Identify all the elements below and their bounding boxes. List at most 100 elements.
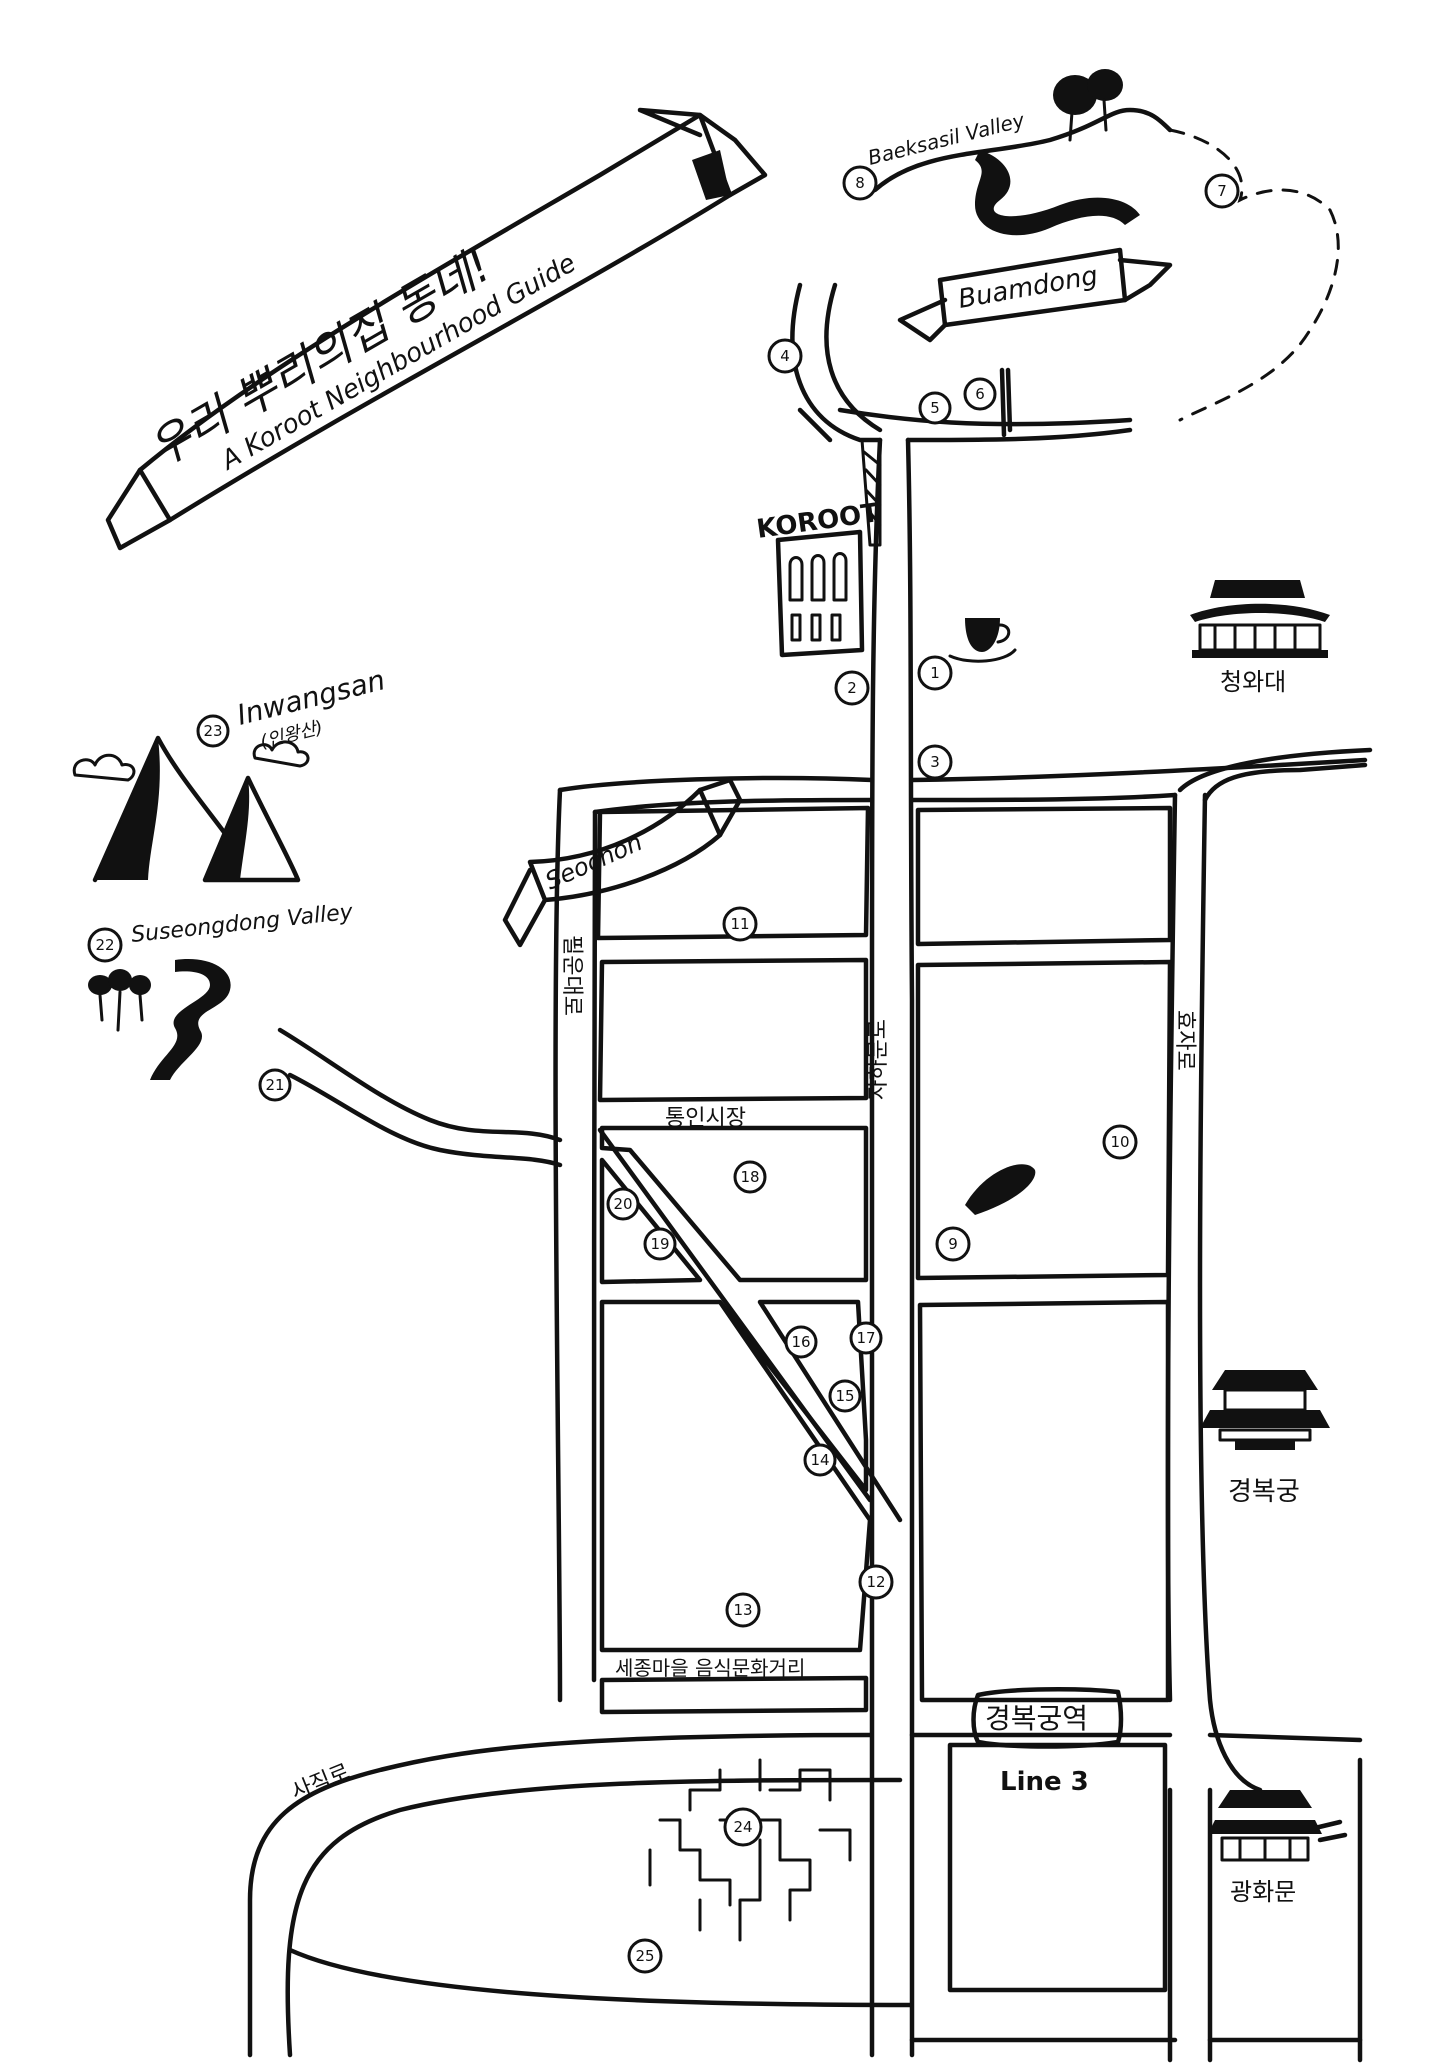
- svg-text:19: 19: [650, 1235, 669, 1253]
- marker-15[interactable]: 15: [828, 1379, 862, 1413]
- marker-24[interactable]: 24: [723, 1807, 763, 1847]
- svg-text:21: 21: [265, 1076, 284, 1094]
- svg-text:20: 20: [613, 1195, 632, 1213]
- suseongdong-stream: [150, 959, 231, 1080]
- road-to-21-b: [287, 1072, 563, 1168]
- road-diagonal: [597, 1127, 873, 1503]
- tree-icon: [1053, 75, 1097, 115]
- svg-text:23: 23: [203, 722, 222, 740]
- cheongwadae-icon: 청와대: [1190, 580, 1330, 696]
- station-line: Line 3: [1000, 1767, 1089, 1797]
- marker-9[interactable]: 9: [935, 1226, 971, 1262]
- svg-text:17: 17: [856, 1329, 875, 1347]
- coffee-cup-handle: [996, 623, 1011, 644]
- block-w1: [595, 805, 871, 941]
- road-pirundaero-east: [591, 809, 598, 1683]
- cloud-icon: [252, 740, 310, 768]
- road-buamdong-loop-inner: [824, 282, 883, 433]
- station-sign: [971, 1687, 1124, 1749]
- buamdong-ribbon-tails: [897, 257, 1173, 343]
- marker-25[interactable]: 25: [627, 1938, 663, 1974]
- svg-text:14: 14: [810, 1451, 829, 1469]
- street-jahamunro: 자하문로: [866, 1019, 891, 1100]
- marker-16[interactable]: 16: [784, 1325, 818, 1359]
- mountain-icon: [92, 735, 233, 883]
- svg-text:5: 5: [930, 399, 940, 417]
- koroot-building: KOROOT: [755, 438, 882, 658]
- inwangsan-area: Inwangsan (인왕산): [72, 663, 388, 883]
- road-sajikro-north: [247, 1732, 873, 2058]
- marker-20[interactable]: 20: [606, 1187, 640, 1221]
- marker-23[interactable]: 23: [196, 714, 230, 748]
- tree-icon: [108, 969, 132, 991]
- road-hyojaro-curve: [1202, 762, 1368, 803]
- svg-text:9: 9: [948, 1235, 958, 1253]
- koroot-windows: [788, 552, 848, 642]
- seochon-ribbon-tails: [502, 777, 743, 948]
- tree-trunk: [98, 990, 144, 1032]
- svg-text:1: 1: [930, 664, 940, 682]
- tree-icon: [129, 975, 151, 995]
- marker-2[interactable]: 2: [834, 670, 870, 706]
- marker-7[interactable]: 7: [1204, 173, 1240, 209]
- bakery-icon: [965, 1164, 1036, 1215]
- marker-10[interactable]: 10: [1102, 1124, 1138, 1160]
- baeksasil-area: Buamdong Baeksasil Valley: [865, 69, 1340, 422]
- road-sajikro-south: [285, 1777, 903, 2058]
- block-w2: [597, 957, 869, 1103]
- street-labels: 필운대로 자하문로 효자로 통인시장 세종마을 음식문화거리 사직로: [288, 935, 1197, 1806]
- block-w3-triangle: [599, 1157, 703, 1285]
- svg-text:18: 18: [740, 1168, 759, 1186]
- road-network: [247, 282, 1373, 2063]
- marker-14[interactable]: 14: [803, 1443, 837, 1477]
- road-hyojaro-east: [1197, 792, 1263, 1793]
- landmark-gwanghwamun: 광화문: [1230, 1878, 1296, 1906]
- svg-text:15: 15: [835, 1387, 854, 1405]
- marker-6[interactable]: 6: [963, 377, 997, 411]
- marker-5[interactable]: 5: [918, 391, 952, 425]
- block-e2: [915, 959, 1173, 1281]
- street-pirundaero: 필운대로: [559, 935, 584, 1016]
- landmark-gyeongbokgung: 경복궁: [1228, 1477, 1300, 1507]
- marker-19[interactable]: 19: [643, 1227, 677, 1261]
- svg-text:22: 22: [95, 936, 114, 954]
- svg-text:13: 13: [733, 1601, 752, 1619]
- marker-13[interactable]: 13: [725, 1592, 761, 1628]
- road-buamdong-diag: [797, 407, 833, 443]
- coffee-saucer: [948, 648, 1017, 663]
- svg-text:24: 24: [733, 1818, 752, 1836]
- block-e1: [915, 805, 1173, 947]
- road-sajikro-bottom: [287, 1947, 913, 2008]
- road-cheongwadae-curve: [1177, 747, 1373, 793]
- marker-3[interactable]: 3: [917, 744, 953, 780]
- marker-12[interactable]: 12: [858, 1564, 894, 1600]
- svg-text:10: 10: [1110, 1133, 1129, 1151]
- marker-1[interactable]: 1: [917, 655, 953, 691]
- marker-8[interactable]: 8: [842, 165, 878, 201]
- banner-tail-right: [637, 107, 768, 198]
- mountain-icon-second-shade: [205, 778, 250, 880]
- mountain-icon-shade: [95, 738, 160, 880]
- koroot-icon: [775, 529, 865, 658]
- road-north-cross-top: [557, 757, 1368, 793]
- svg-text:11: 11: [730, 915, 749, 933]
- svg-text:8: 8: [855, 174, 865, 192]
- tree-icon: [1087, 69, 1123, 101]
- mountain-icon-second: [202, 775, 301, 883]
- palace-roof-icon: [1212, 1370, 1318, 1390]
- svg-text:2: 2: [847, 679, 857, 697]
- marker-18[interactable]: 18: [733, 1160, 767, 1194]
- marker-11[interactable]: 11: [722, 906, 758, 942]
- hiking-trail: [1168, 128, 1340, 422]
- block-e3: [917, 1299, 1171, 1703]
- marker-4[interactable]: 4: [767, 338, 803, 374]
- marker-22[interactable]: 22: [87, 927, 123, 963]
- street-hyojaro: 효자로: [1172, 1010, 1197, 1071]
- label-baeksasil: Baeksasil Valley: [865, 107, 1028, 169]
- alley-network: [648, 1758, 852, 1942]
- marker-17[interactable]: 17: [849, 1321, 883, 1355]
- label-suseongdong: Suseongdong Valley: [130, 900, 355, 948]
- road-to-21: [277, 1027, 563, 1143]
- marker-21[interactable]: 21: [258, 1068, 292, 1102]
